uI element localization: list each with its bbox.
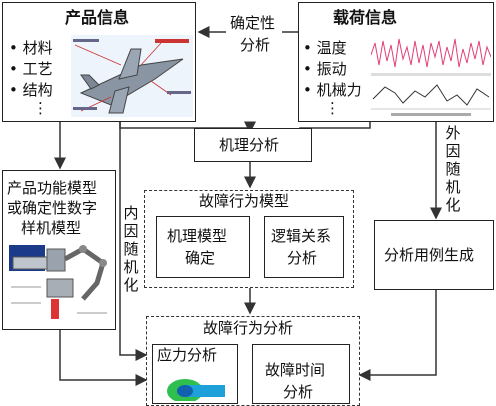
bullet-more-load: ⋮ (325, 99, 340, 117)
load-signal-plots-icon (370, 37, 492, 119)
bullet-mechanical-force: • 机械力 (303, 81, 362, 99)
load-info-title: 载荷信息 (333, 8, 398, 27)
product-model-line2: 或确定性数字 (7, 199, 98, 217)
bullet-process: • 工艺 (9, 60, 53, 78)
product-model-line3: 样机模型 (21, 219, 82, 237)
logic-relation-box: 逻辑关系 分析 (264, 216, 344, 278)
failure-behavior-model-title: 故障行为模型 (199, 192, 290, 210)
product-info-title: 产品信息 (65, 8, 130, 27)
stress-analysis-label: 应力分析 (157, 346, 218, 364)
arrow-model-to-analysis-left (59, 330, 148, 386)
failure-time-box: 故障时间 分析 (252, 344, 350, 404)
bullet-structure: • 结构 (9, 81, 53, 99)
stress-analysis-box: 应力分析 (152, 344, 238, 404)
mechanism-model-line2: 确定 (185, 249, 216, 267)
deterministic-analysis-line1: 确定性 (230, 14, 276, 32)
bullet-vibration: • 振动 (303, 60, 347, 78)
logic-relation-line2: 分析 (287, 249, 318, 267)
logic-relation-line1: 逻辑关系 (271, 227, 332, 245)
failure-time-line2: 分析 (283, 383, 314, 401)
product-info-box: 产品信息 • 材料 • 工艺 • 结构 ⋮ (2, 2, 196, 122)
bullet-material: • 材料 (9, 39, 53, 57)
case-generation-label: 分析用例生成 (384, 246, 475, 264)
case-generation-box: 分析用例生成 (374, 220, 494, 290)
product-model-line1: 产品功能模型 (7, 179, 98, 197)
mechanism-analysis-label: 机理分析 (219, 136, 280, 154)
external-random-label: 外 因 随 机 化 (445, 124, 461, 214)
machine-model-icon (7, 243, 111, 325)
arrow-cases-to-analysis (358, 290, 437, 381)
deterministic-analysis-line2: 分析 (240, 36, 271, 54)
bullet-more: ⋮ (33, 99, 48, 117)
mechanism-analysis-box: 机理分析 (194, 128, 312, 162)
arrow-internal-random (119, 122, 148, 361)
internal-random-label: 内 因 随 机 化 (123, 204, 139, 294)
aircraft-diagram-icon (71, 35, 193, 117)
mechanism-model-box: 机理模型 确定 (156, 216, 250, 278)
bullet-temperature: • 温度 (303, 39, 347, 57)
stress-model-icon (161, 365, 233, 403)
load-info-box: 载荷信息 • 温度 • 振动 • 机械力 ⋮ (298, 2, 494, 122)
mechanism-model-line1: 机理模型 (167, 227, 228, 245)
failure-behavior-analysis-title: 故障行为分析 (203, 319, 294, 337)
failure-time-line1: 故障时间 (265, 361, 326, 379)
product-model-box: 产品功能模型 或确定性数字 样机模型 (2, 170, 116, 330)
failure-behavior-model-group: 故障行为模型 (144, 190, 354, 288)
